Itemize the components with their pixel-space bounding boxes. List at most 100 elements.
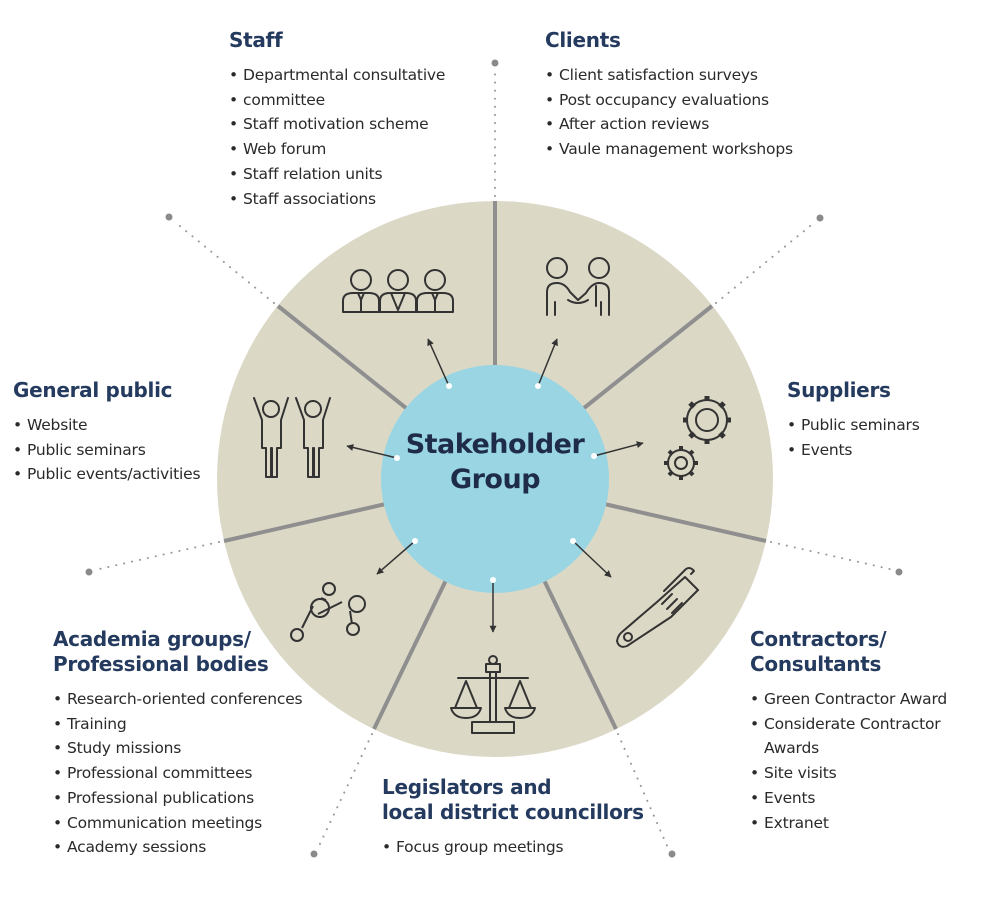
arrow-to-clients <box>537 338 558 387</box>
list-item: Public events/activities <box>13 462 201 487</box>
list-item: Study missions <box>53 736 302 761</box>
leader-dot <box>165 213 173 221</box>
clients-title: Clients <box>545 28 793 53</box>
divider-suppliers-contractors <box>599 501 767 543</box>
leader-dot <box>85 568 93 576</box>
hub-arrows <box>346 338 644 633</box>
list-item: Considerate Contractor Awards <box>750 712 1000 761</box>
dotted-leaders <box>94 69 895 849</box>
list-item: Professional publications <box>53 786 302 811</box>
academia-title-line: Professional bodies <box>53 652 269 676</box>
leader-dot <box>491 59 499 67</box>
list-item: Vaule management workshops <box>545 137 793 162</box>
leader-dot <box>895 568 903 576</box>
clients-title-line: Clients <box>545 28 621 52</box>
list-item: Green Contractor Award <box>750 687 1000 712</box>
list-item: Departmental consultative <box>229 63 445 88</box>
list-item: Public seminars <box>787 413 920 438</box>
divider-clients-suppliers <box>577 304 714 414</box>
leader-clients-suppliers <box>715 221 816 304</box>
arrow-origin-dot <box>412 538 418 544</box>
list-item: Staff motivation scheme <box>229 112 445 137</box>
public-title-line: General public <box>13 378 173 402</box>
contractors-list: Green Contractor Award Considerate Contr… <box>750 687 1000 835</box>
list-item: Post occupancy evaluations <box>545 88 793 113</box>
gears-icon <box>664 396 731 480</box>
suppliers-group: Suppliers Public seminars Events <box>787 378 920 462</box>
list-item: Extranet <box>750 811 1000 836</box>
leader-dot <box>668 850 676 858</box>
list-item: Staff relation units <box>229 162 445 187</box>
arrow-origin-dot <box>570 538 576 544</box>
arrow-origin-dot <box>446 383 452 389</box>
leader-end-dots <box>85 59 903 858</box>
public-group: General public Website Public seminars P… <box>13 378 201 487</box>
academia-list: Research-oriented conferences Training S… <box>53 687 303 860</box>
molecule-icon <box>290 582 366 642</box>
handshake-icon <box>546 257 610 316</box>
list-item: Training <box>53 712 302 737</box>
list-item: Communication meetings <box>53 811 302 836</box>
staff-title: Staff <box>229 28 445 53</box>
leader-dot <box>310 850 318 858</box>
center-label: Stakeholder Group <box>381 427 609 497</box>
list-item: Focus group meetings <box>382 835 644 860</box>
contractors-group: Contractors/ Consultants Green Contracto… <box>750 627 1000 835</box>
leader-suppliers-contractors <box>770 541 895 571</box>
legislators-group: Legislators and local district councillo… <box>382 775 644 860</box>
list-item: Events <box>750 786 1000 811</box>
arrow-origin-dot <box>490 577 496 583</box>
list-item: Website <box>13 413 200 438</box>
list-item: Professional committees <box>53 761 302 786</box>
public-list: Website Public seminars Public events/ac… <box>13 413 201 487</box>
list-item: Research-oriented conferences <box>53 687 303 712</box>
suppliers-title-line: Suppliers <box>787 378 891 402</box>
list-item: committee <box>229 88 445 113</box>
list-item: Public seminars <box>13 438 200 463</box>
clients-list: Client satisfaction surveys Post occupan… <box>545 63 793 162</box>
list-item: Staff associations <box>229 187 445 212</box>
contractors-title: Contractors/ Consultants <box>750 627 1000 677</box>
arrow-to-academia <box>376 540 416 575</box>
list-item: Web forum <box>229 137 445 162</box>
list-item: Client satisfaction surveys <box>545 63 793 88</box>
contractors-title-line: Contractors/ <box>750 627 887 651</box>
divider-contractors-legislators <box>540 575 618 730</box>
list-item: After action reviews <box>545 112 793 137</box>
arrow-origin-dot <box>591 453 597 459</box>
arrow-origin-dot <box>394 455 400 461</box>
list-item: Events <box>787 438 920 463</box>
center-hub <box>381 365 609 593</box>
leader-legislators-academia <box>317 733 373 849</box>
wrench-icon <box>616 567 699 648</box>
divider-academia-public <box>223 501 391 543</box>
arrow-origin-dots <box>394 383 597 583</box>
divider-public-staff <box>276 304 413 414</box>
suppliers-list: Public seminars Events <box>787 413 920 462</box>
arrow-to-staff <box>427 338 450 387</box>
three-people-icon <box>342 269 454 313</box>
contractors-title-line: Consultants <box>750 652 882 676</box>
academia-title: Academia groups/ Professional bodies <box>53 627 302 677</box>
legislators-list: Focus group meetings <box>382 835 644 860</box>
leader-public-staff <box>174 221 275 304</box>
divider-legislators-academia <box>372 575 450 730</box>
legislators-title-line: local district councillors <box>382 800 644 824</box>
academia-group: Academia groups/ Professional bodies Res… <box>53 627 303 860</box>
suppliers-title: Suppliers <box>787 378 920 403</box>
legislators-title: Legislators and local district councillo… <box>382 775 644 825</box>
public-title: General public <box>13 378 200 403</box>
arrow-to-suppliers <box>593 441 644 457</box>
leader-dot <box>816 214 824 222</box>
arrow-to-contractors <box>572 540 612 578</box>
staff-title-line: Staff <box>229 28 283 52</box>
people-cheering-icon <box>253 397 331 478</box>
legislators-title-line: Legislators and <box>382 775 552 799</box>
center-label-line1: Stakeholder <box>405 429 585 460</box>
academia-title-line: Academia groups/ <box>53 627 251 651</box>
list-item: Site visits <box>750 761 1000 786</box>
center-label-line2: Group <box>449 464 541 495</box>
arrow-origin-dot <box>535 383 541 389</box>
list-item: Academy sessions <box>53 835 302 860</box>
